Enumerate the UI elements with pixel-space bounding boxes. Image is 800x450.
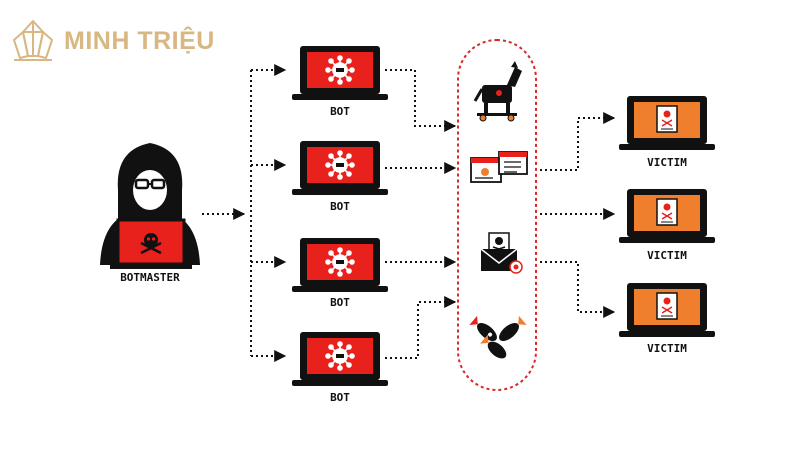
victim-laptop-3 [618,282,716,338]
brand-name: MINH TRIỆU [64,26,215,55]
victim-label-3: VICTIM [647,342,687,355]
victim-laptop-1 [618,95,716,151]
bot-laptop-3 [291,237,389,293]
trojan-horse-icon [473,61,522,122]
brand-logo: MINH TRIỆU [10,18,215,64]
bot-laptop-1 [291,45,389,101]
victim-label-2: VICTIM [647,249,687,262]
victim-laptop-2 [618,188,716,244]
skull-crossbones-icon [140,233,162,255]
bot-label-2: BOT [330,200,350,213]
botmaster-label: BOTMASTER [120,271,180,284]
malicious-email-icon [480,232,523,274]
bot-label-4: BOT [330,391,350,404]
bomb-missiles-icon [469,315,527,359]
botmaster-hacker [100,143,200,269]
bot-label-1: BOT [330,105,350,118]
victim-label-1: VICTIM [647,156,687,169]
bot-label-3: BOT [330,296,350,309]
bot-laptop-4 [291,331,389,387]
attack-methods-group [457,39,537,391]
bot-laptop-2 [291,140,389,196]
crystal-logo-icon [13,20,53,61]
phishing-windows-icon [470,151,528,183]
